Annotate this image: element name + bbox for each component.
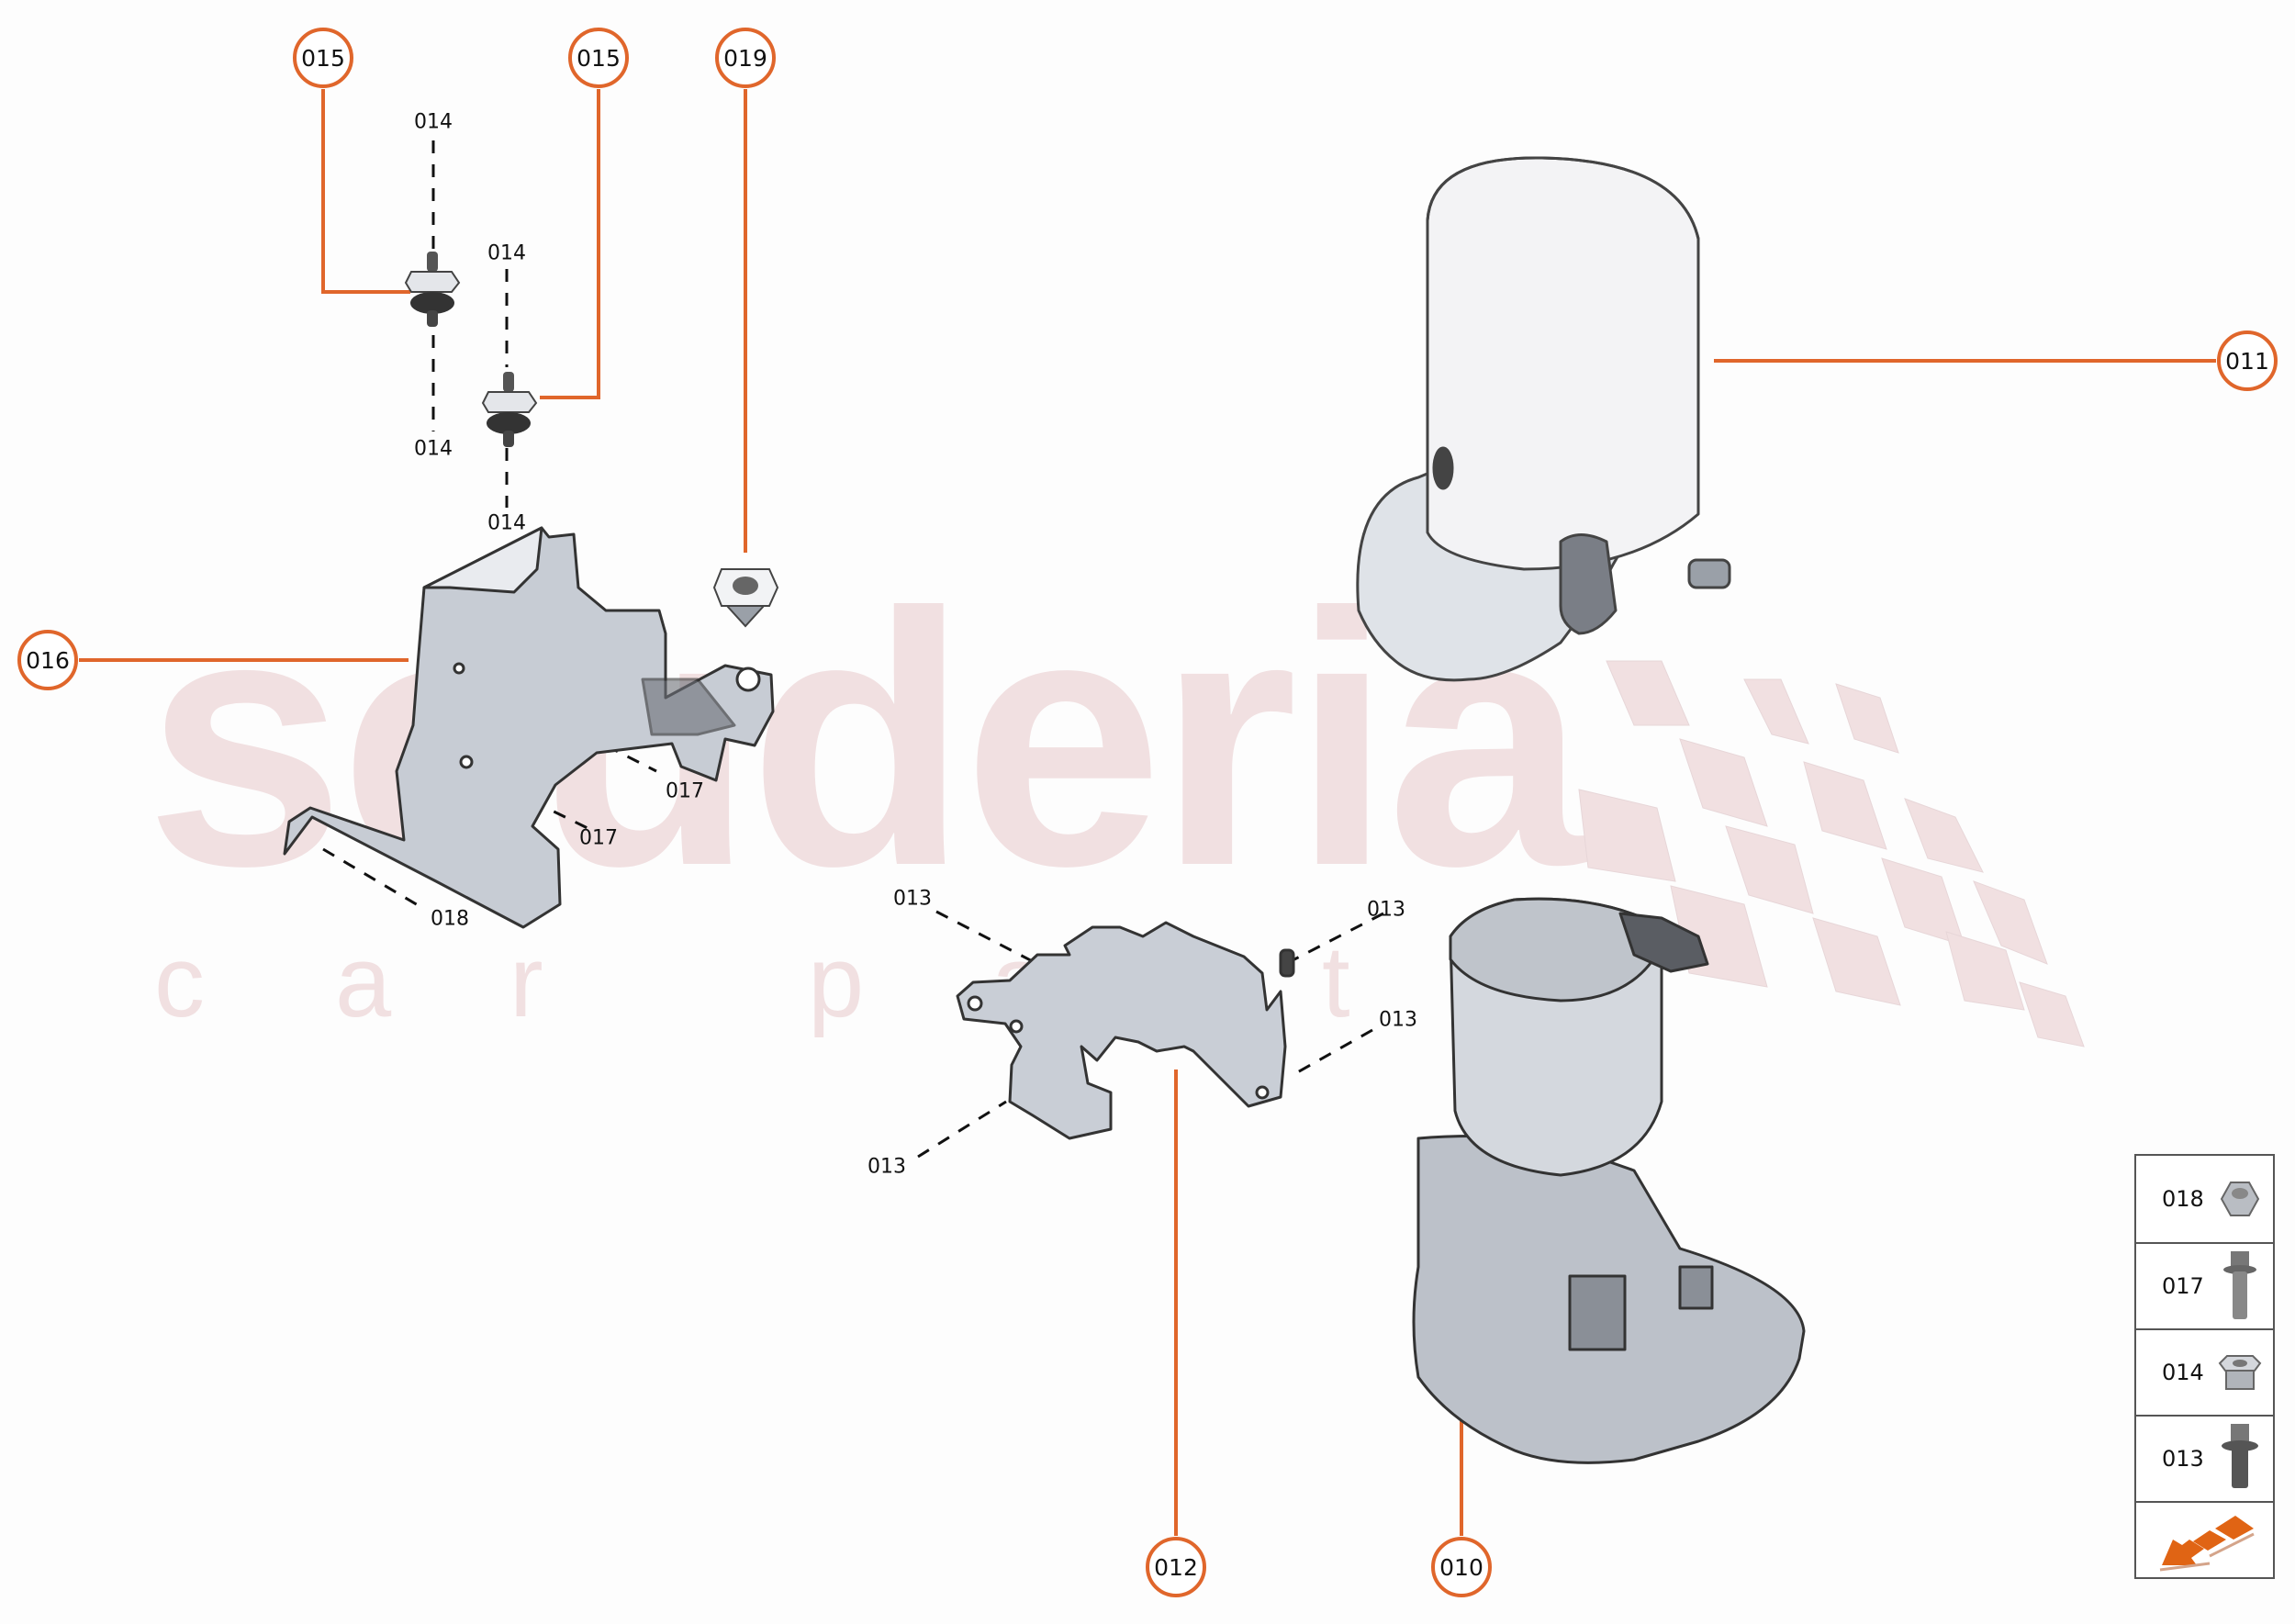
legend-code: 013 [2162,1446,2204,1472]
watermark-letter: r [509,925,543,1038]
hex-nut-icon [2217,1167,2263,1231]
callout-015-upper[interactable]: 015 [293,28,353,88]
leader-lines [79,89,2216,1536]
legend-row-014[interactable]: 014 [2136,1330,2273,1417]
callout-019[interactable]: 019 [715,28,776,88]
grommet-015-upper [404,252,461,327]
callout-015-lower[interactable]: 015 [568,28,629,88]
callout-011[interactable]: 011 [2217,330,2278,391]
flange-bolt-long-icon [2217,1251,2263,1319]
orange-arrow-icon [2155,1508,2256,1576]
legend-code: 017 [2162,1273,2204,1299]
flange-bolt-short-icon [2217,1424,2263,1491]
callout-012[interactable]: 012 [1146,1537,1206,1597]
watermark-letter: t [1322,925,1350,1038]
flange-nut-icon [2217,1340,2263,1405]
callout-016[interactable]: 016 [17,630,78,690]
label-013: 013 [893,887,932,911]
checkered-flag-icon [1578,660,2085,1047]
label-014: 014 [487,511,526,535]
watermark-letter: c [154,925,205,1038]
label-014: 014 [414,110,453,134]
legend-row-018[interactable]: 018 [2136,1156,2273,1244]
label-017: 017 [666,779,704,803]
label-017: 017 [579,826,618,850]
legend-code: 014 [2162,1360,2204,1385]
watermark-scuderia: scuderia [145,539,1586,941]
legend-row-017[interactable]: 017 [2136,1244,2273,1330]
label-018: 018 [431,907,469,931]
bracket-016 [283,526,775,929]
grommet-015-lower [481,372,538,447]
legend-footer[interactable] [2136,1503,2273,1581]
bracket-012 [956,921,1295,1140]
dashed-leaders [322,140,1384,1159]
label-013: 013 [868,1155,906,1179]
watermark-letter: a [335,925,392,1038]
callout-010[interactable]: 010 [1431,1537,1492,1597]
reservoir-011 [1356,156,1731,682]
label-013: 013 [1367,898,1405,922]
label-014: 014 [487,241,526,265]
legend-row-013[interactable]: 013 [2136,1417,2273,1503]
fastener-legend: 018 017 014 013 [2134,1154,2275,1579]
clip-019 [712,568,779,628]
watermark-letter: p [808,925,865,1038]
label-014: 014 [414,437,453,461]
label-013: 013 [1379,1008,1417,1032]
pump-motor-010 [1412,897,1806,1464]
legend-code: 018 [2162,1186,2204,1212]
